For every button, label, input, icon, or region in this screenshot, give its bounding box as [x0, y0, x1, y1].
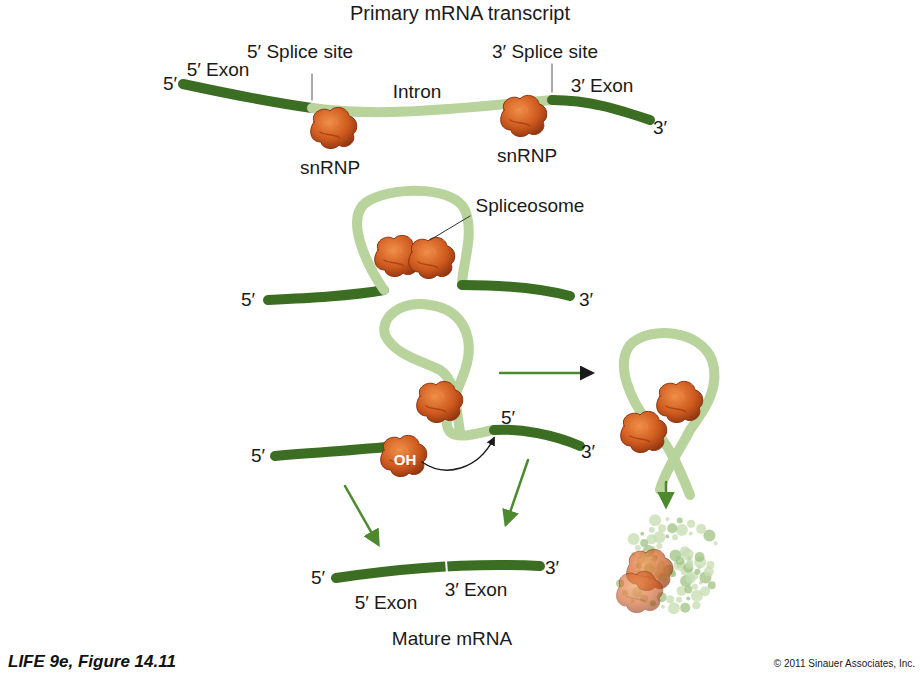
fragment: [694, 569, 700, 575]
site-label: 3′ Splice site: [492, 42, 598, 63]
fragment: [672, 534, 678, 540]
fragment: [667, 523, 677, 533]
exon-label: 3′ Exon: [571, 76, 634, 97]
end-label: 3′: [581, 442, 595, 463]
exon-label: 5′ Exon: [355, 593, 418, 614]
figure-caption: LIFE 9e, Figure 14.11: [8, 652, 176, 672]
exon-label: 5′ Exon: [187, 60, 250, 81]
end-label: 3′: [653, 118, 667, 139]
spliceosome-label: Spliceosome: [476, 196, 585, 217]
snrnp-label: snRNP: [300, 158, 360, 179]
fragment: [706, 561, 714, 569]
fragment: [661, 605, 665, 609]
fragment: [686, 597, 690, 601]
fragment: [692, 584, 698, 590]
fragment: [680, 546, 690, 556]
intron-label: Intron: [393, 82, 442, 103]
excised-lariat: [621, 333, 715, 506]
fragment: [714, 541, 718, 545]
fragment: [708, 581, 716, 589]
site-label: 5′ Splice site: [247, 42, 353, 63]
exon-label: 3′ Exon: [445, 580, 508, 601]
fragment: [680, 603, 690, 613]
fragment: [677, 518, 683, 524]
fragment: [658, 524, 666, 532]
fragment: [689, 531, 693, 535]
end-label: 5′: [251, 446, 265, 467]
fragment: [687, 520, 695, 528]
end-label: 3′: [545, 558, 559, 579]
fragment: [666, 517, 670, 521]
fragment: [649, 514, 661, 526]
fragment: [640, 539, 648, 547]
figure-title: Primary mRNA transcript: [350, 2, 570, 25]
copyright: © 2011 Sinauer Associates, Inc.: [774, 658, 915, 669]
fragment: [676, 597, 682, 603]
fragment: [640, 532, 644, 536]
fragment: [635, 545, 641, 551]
snrnp-fragment: [617, 571, 663, 612]
degraded-intron: [616, 514, 717, 614]
oh-label: OH: [394, 452, 417, 469]
fragment: [665, 535, 669, 539]
fragment: [670, 550, 682, 562]
fragment: [656, 543, 662, 549]
primary-transcript: [183, 64, 650, 149]
end-label: 3′: [579, 290, 593, 311]
lariat-release: [275, 304, 592, 544]
fragment: [628, 533, 640, 545]
fragment: [692, 601, 700, 609]
end-label: 5′: [241, 290, 255, 311]
fragment: [668, 602, 680, 614]
mature-mrna: [336, 560, 540, 578]
fragment: [695, 552, 705, 562]
fragment: [676, 524, 688, 536]
end-label: 5′: [163, 74, 177, 95]
fragment: [700, 586, 710, 596]
fragment: [666, 595, 674, 603]
fragment: [696, 524, 706, 534]
fragment: [649, 527, 655, 533]
end-label: 5′: [501, 408, 515, 429]
fragment: [684, 585, 692, 593]
figure-label: Mature mRNA: [392, 629, 512, 650]
snrnp-label: snRNP: [497, 146, 557, 167]
end-label: 5′: [311, 568, 325, 589]
